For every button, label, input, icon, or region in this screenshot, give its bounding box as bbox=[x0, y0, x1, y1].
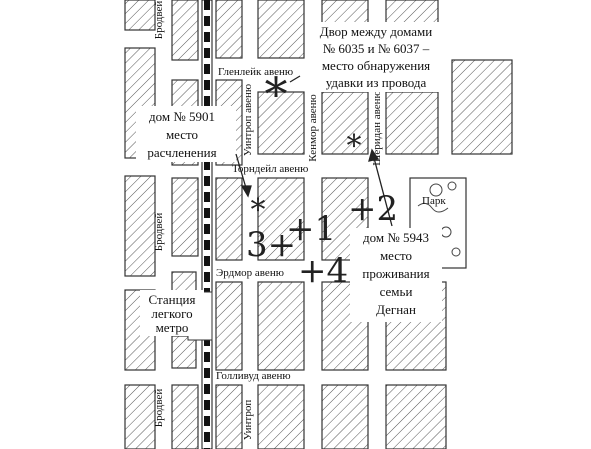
annotation-line: дом № 5943 bbox=[363, 230, 429, 245]
annotation-line: № 6035 и № 6037 – bbox=[323, 41, 430, 56]
street-label-broadway: Бродвей bbox=[153, 1, 165, 40]
star-marker-degnan-home: * bbox=[347, 129, 362, 164]
arrow-to-degnan-home bbox=[373, 157, 393, 227]
block bbox=[257, 281, 305, 371]
block bbox=[171, 335, 197, 369]
block bbox=[124, 175, 156, 277]
block bbox=[124, 0, 156, 31]
railway-line bbox=[201, 0, 213, 449]
annotation-dismemberment: дом № 5901 место расчленения bbox=[136, 106, 236, 162]
block bbox=[171, 177, 199, 257]
arrowhead bbox=[240, 185, 252, 198]
block bbox=[257, 91, 305, 155]
block bbox=[215, 384, 243, 449]
station-label: Станция легкого метро bbox=[140, 290, 204, 336]
street-label-winthrop: Уинтроп авеню bbox=[242, 84, 254, 156]
block bbox=[215, 281, 243, 371]
station-label-line: Станция bbox=[149, 292, 196, 307]
marker-4: +4 bbox=[298, 251, 348, 291]
arrow-to-dismemberment bbox=[235, 153, 247, 189]
annotation-line: место обнаружения bbox=[322, 58, 430, 73]
station-label-line: метро bbox=[156, 320, 189, 335]
annotation-line: расчленения bbox=[147, 145, 216, 160]
annotation-line: дом № 5901 bbox=[149, 109, 215, 124]
star-marker-dismemberment: * bbox=[251, 193, 266, 228]
street-label-thorndale: Торндейл авеню bbox=[232, 163, 308, 175]
block bbox=[215, 177, 243, 261]
block bbox=[451, 59, 513, 155]
park-label: Парк bbox=[422, 195, 446, 207]
street-label-sheridan: Шеридан авеню bbox=[371, 90, 383, 165]
block bbox=[321, 384, 369, 449]
street-label-glenlake: Гленлейк авеню bbox=[218, 66, 293, 78]
street-label-broadway: Бродвей bbox=[153, 213, 165, 252]
station-label-line: легкого bbox=[151, 306, 192, 321]
annotation-degnan-home: дом № 5943 место проживания семьи Дегнан bbox=[350, 228, 442, 322]
annotation-line: Двор между домами bbox=[320, 24, 433, 39]
block bbox=[385, 91, 439, 155]
arrowhead bbox=[368, 148, 380, 162]
block bbox=[215, 0, 243, 59]
block bbox=[171, 384, 199, 449]
street-label-kenmore: Кенмор авеню bbox=[307, 94, 319, 161]
star-marker-courtyard: * bbox=[265, 67, 288, 121]
annotation-line: проживания bbox=[362, 266, 429, 281]
block bbox=[257, 177, 305, 261]
block bbox=[257, 384, 305, 449]
annotation-line: место bbox=[380, 248, 412, 263]
marker-3: 3+ bbox=[246, 225, 296, 265]
street-label-hollywood: Голливуд авеню bbox=[216, 370, 291, 382]
street-label-ardmore: Эрдмор авеню bbox=[216, 267, 284, 279]
pointer-arrows bbox=[235, 75, 393, 227]
annotation-line: место bbox=[166, 127, 198, 142]
annotation-line: удавки из провода bbox=[326, 75, 427, 90]
block bbox=[257, 0, 305, 59]
block bbox=[171, 271, 197, 293]
block bbox=[171, 0, 199, 61]
annotation-line: семьи bbox=[380, 284, 413, 299]
block bbox=[321, 281, 369, 371]
block bbox=[385, 384, 447, 449]
city-blocks bbox=[124, 0, 513, 449]
block bbox=[124, 384, 156, 449]
marker-1: +1 bbox=[286, 209, 336, 249]
annotation-line: Дегнан bbox=[376, 302, 416, 317]
arrow-to-courtyard bbox=[289, 75, 301, 83]
annotation-courtyard: Двор между домами № 6035 и № 6037 – мест… bbox=[306, 22, 448, 92]
street-label-broadway: Бродвей bbox=[153, 389, 165, 428]
marker-2: +2 bbox=[348, 189, 398, 229]
street-label-winthrop: Уинтроп bbox=[242, 400, 254, 441]
